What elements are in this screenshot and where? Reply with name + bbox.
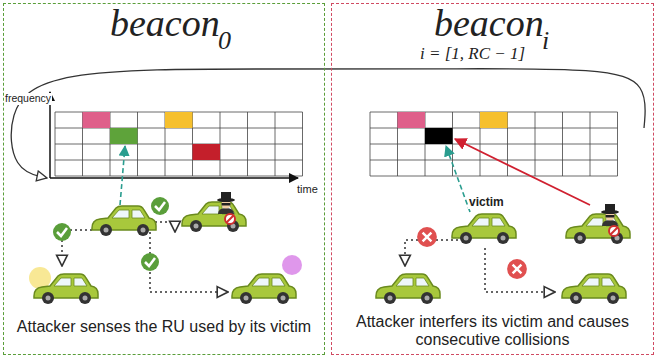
panel-title: beacon: [434, 2, 544, 46]
check-badge: [53, 223, 71, 241]
attacker-car: [182, 192, 246, 232]
car: [562, 274, 626, 304]
frequency-axis: [49, 92, 51, 178]
resource-unit: [193, 144, 221, 160]
grid-line: [370, 160, 618, 161]
link: [485, 248, 555, 292]
axis-label: time: [296, 183, 319, 195]
resource-unit: [165, 112, 193, 128]
car: [376, 274, 440, 304]
check-badge: [141, 253, 159, 271]
resource-unit: [425, 128, 453, 144]
glow: [282, 255, 302, 275]
time-axis: [50, 177, 298, 179]
grid-line: [55, 176, 303, 177]
car: [232, 274, 296, 304]
axis-label: frequency: [4, 93, 52, 105]
car: [34, 274, 98, 304]
title-subscript: i: [542, 26, 549, 56]
repeat-loop: [11, 69, 645, 178]
panel-caption: Attacker interfers its victim and causes…: [334, 313, 651, 350]
panel-caption: Attacker senses the RU used by its victi…: [6, 318, 322, 336]
collision-badge: [417, 227, 437, 247]
grid-line: [370, 176, 618, 177]
grid-line: [55, 144, 303, 145]
resource-unit: [398, 112, 426, 128]
grid-line: [370, 144, 618, 145]
attacker-car: [566, 204, 630, 244]
resource-unit: [110, 128, 138, 144]
panel-title: beacon: [110, 2, 220, 46]
check-badge: [151, 197, 169, 215]
beacon-panel: beacon0Attacker senses the RU used by it…: [3, 3, 325, 355]
sense-arrow: [120, 146, 125, 205]
victim-arrow: [446, 146, 470, 212]
victim-car: [452, 214, 516, 244]
resource-unit: [480, 112, 508, 128]
resource-unit: [83, 112, 111, 128]
grid-line: [55, 160, 303, 161]
collision-badge: [507, 259, 527, 279]
title-subscript: 0: [218, 26, 231, 56]
index-range: i = [1, RC − 1]: [420, 44, 525, 64]
victim-label: victim: [468, 196, 505, 209]
link: [150, 222, 228, 292]
victim-car: [92, 206, 156, 236]
beacon-panel: beaconi i = [1, RC − 1] Attacker interfers…: [331, 3, 654, 355]
